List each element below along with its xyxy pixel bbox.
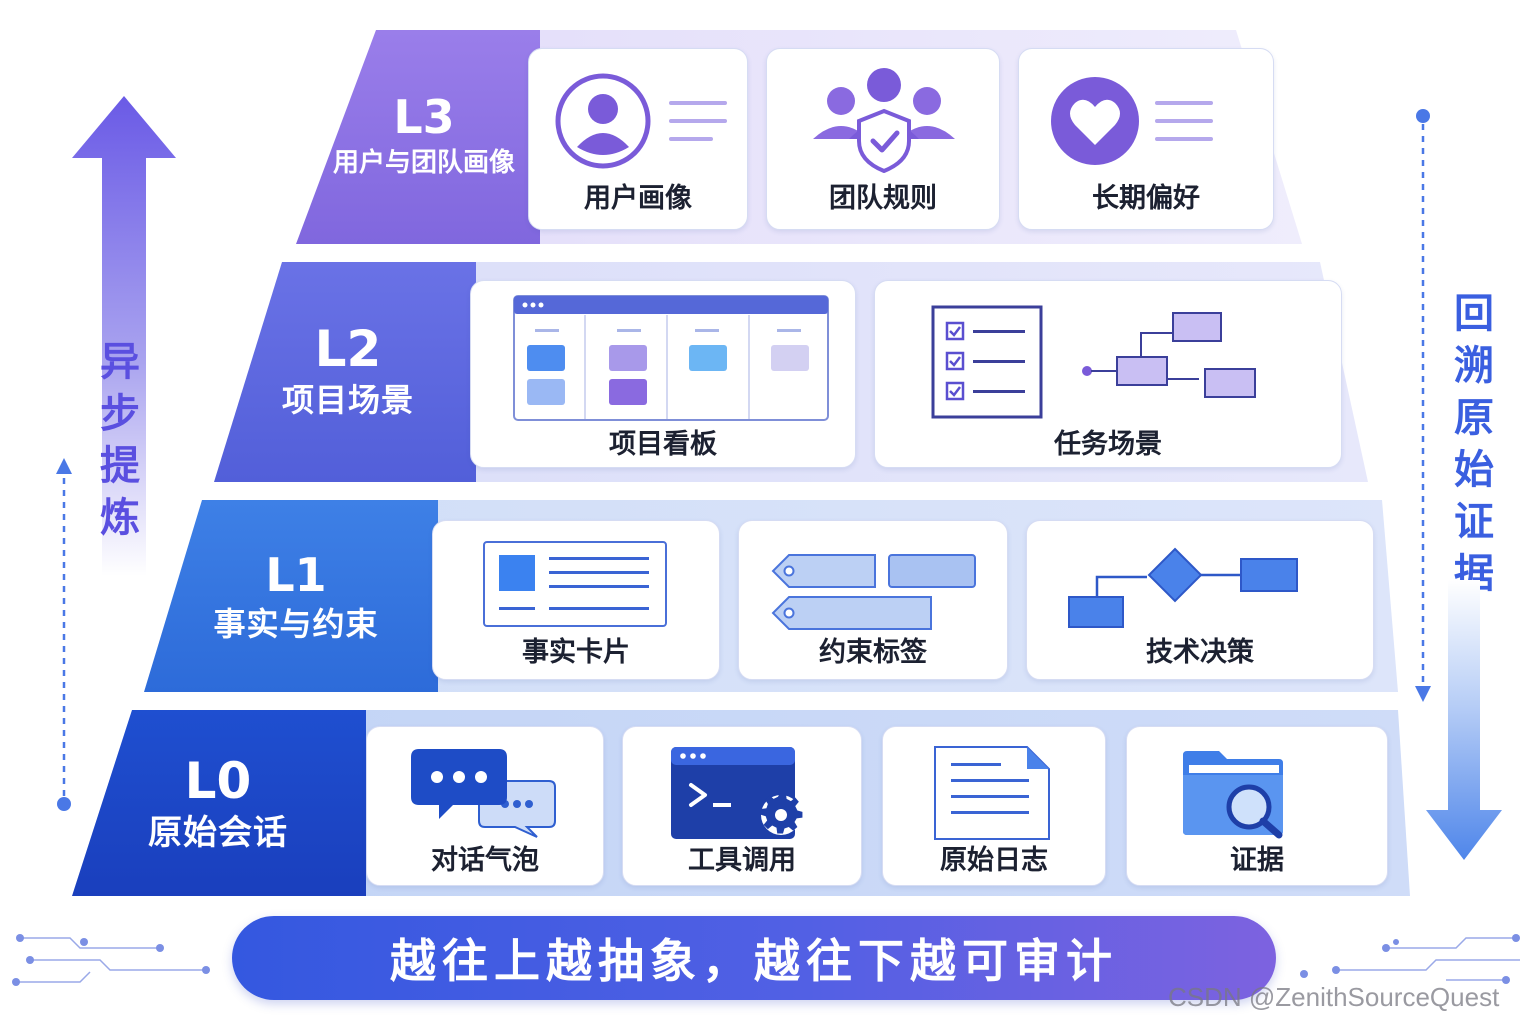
card-evidence: 证据 [1126, 726, 1388, 886]
card-label: 证据 [1230, 845, 1284, 876]
card-label: 用户画像 [584, 183, 692, 214]
tier-l2-heading: L2 项目场景 [256, 324, 440, 416]
tier-l1-shape [144, 500, 438, 692]
card-constraint-tags: 约束标签 [738, 520, 1008, 680]
tier-l2-code: L2 [314, 320, 382, 378]
kanban-board-icon [513, 295, 829, 421]
card-label: 原始日志 [940, 845, 1048, 876]
team-shield-icon [813, 68, 955, 173]
card-label: 项目看板 [609, 429, 717, 460]
folder-search-icon [1183, 751, 1283, 839]
card-label: 工具调用 [688, 845, 796, 876]
card-label: 对话气泡 [431, 845, 539, 876]
log-document-icon [934, 746, 1050, 840]
up-arrow-icon [72, 96, 176, 576]
tier-l0-heading: L0 原始会话 [118, 756, 318, 850]
tier-l3-name: 用户与团队画像 [332, 148, 515, 178]
tier-l3-code: L3 [393, 90, 455, 144]
tier-l1-heading: L1 事实与约束 [196, 552, 396, 640]
card-raw-log: 原始日志 [882, 726, 1106, 886]
dashed-down-arrow-icon [1415, 109, 1431, 702]
terminal-gear-icon [671, 747, 803, 839]
card-team-rules: 团队规则 [766, 48, 1000, 230]
card-task-scene: 任务场景 [874, 280, 1342, 468]
tier-l3-heading: L3 用户与团队画像 [326, 94, 522, 176]
tier-l0-name: 原始会话 [148, 813, 288, 853]
watermark: CSDN @ZenithSourceQuest [1168, 982, 1500, 1012]
card-label: 事实卡片 [522, 637, 630, 668]
card-long-term-preference: 长期偏好 [1018, 48, 1274, 230]
tier-l2-name: 项目场景 [281, 381, 414, 419]
card-chat-bubble: 对话气泡 [366, 726, 604, 886]
decision-flow-icon [1068, 547, 1298, 628]
left-axis-label: 异步提炼 [100, 339, 140, 541]
fact-card-icon [483, 541, 667, 627]
user-profile-icon [555, 73, 727, 169]
heart-preference-icon [1051, 77, 1213, 165]
card-label: 长期偏好 [1092, 183, 1200, 214]
summary-banner-text: 越往上越抽象，越往下越可审计 [390, 934, 1118, 988]
tier-l0-code: L0 [184, 752, 252, 810]
tier-l1-code: L1 [265, 548, 327, 602]
circuit-decoration-left-icon [12, 934, 210, 986]
card-label: 技术决策 [1146, 637, 1254, 668]
card-tech-decision: 技术决策 [1026, 520, 1374, 680]
summary-banner: 越往上越抽象，越往下越可审计 [232, 916, 1276, 1000]
card-user-profile: 用户画像 [528, 48, 748, 230]
card-fact-card: 事实卡片 [432, 520, 720, 680]
circuit-decoration-right-icon [1300, 934, 1520, 984]
down-arrow-icon [1426, 580, 1502, 860]
tier-l1-name: 事实与约束 [213, 605, 379, 643]
tag-icon [771, 554, 976, 630]
card-tool-call: 工具调用 [622, 726, 862, 886]
card-project-board: 项目看板 [470, 280, 856, 468]
chat-bubble-icon [411, 749, 556, 838]
right-axis-label: 回溯原始证据 [1454, 291, 1494, 597]
card-label: 任务场景 [1054, 429, 1162, 460]
card-label: 约束标签 [819, 637, 927, 668]
card-label: 团队规则 [829, 183, 937, 214]
task-flow-icon [931, 305, 1256, 419]
dashed-up-arrow-icon [56, 458, 72, 811]
